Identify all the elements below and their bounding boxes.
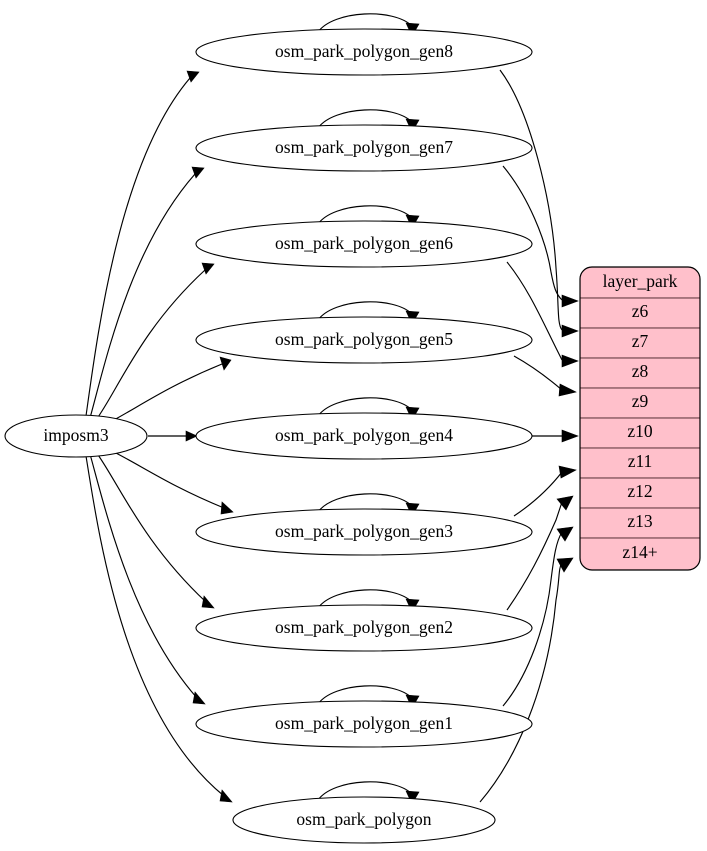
node-gen3-label: osm_park_polygon_gen3 <box>275 521 453 541</box>
layer-park-label-z10: z10 <box>627 421 653 441</box>
edge-arrowhead-z10 <box>561 429 579 443</box>
edge-arrowhead-z8 <box>561 354 579 368</box>
edge-arrowhead-gen4 <box>185 430 198 442</box>
node-gen1-shape[interactable] <box>195 700 533 748</box>
edge-base-to-z14 <box>479 561 563 803</box>
edges-from-source <box>85 70 234 803</box>
self-loop-gen7 <box>317 109 413 129</box>
edge-arrowhead-z14 <box>556 557 574 573</box>
node-base-label: osm_park_polygon <box>296 809 431 829</box>
self-loop-arrowhead-base <box>405 790 420 805</box>
self-loop-gen6 <box>317 205 413 225</box>
edge-gen6-to-z8 <box>506 261 563 361</box>
node-gen6-shape[interactable] <box>195 220 533 268</box>
node-imposm3-shape[interactable] <box>4 414 148 458</box>
edge-imposm3-to-base <box>85 455 225 797</box>
node-gen7[interactable]: osm_park_polygon_gen7 <box>195 124 533 172</box>
edge-arrowhead-z13 <box>556 526 574 542</box>
node-base-shape[interactable] <box>232 796 496 844</box>
node-imposm3[interactable]: imposm3 <box>4 414 148 458</box>
self-loop-gen8 <box>317 13 413 33</box>
node-gen1[interactable]: osm_park_polygon_gen1 <box>195 700 533 748</box>
layer-park-row-z6[interactable] <box>580 297 700 329</box>
node-gen6[interactable]: osm_park_polygon_gen6 <box>195 220 533 268</box>
node-gen7-shape[interactable] <box>195 124 533 172</box>
edge-gen1-to-z13 <box>502 531 563 707</box>
self-loop-gen3 <box>317 493 413 513</box>
edge-arrowhead-z6 <box>561 294 579 308</box>
edge-arrowhead-gen1 <box>192 691 206 705</box>
edge-arrowhead-z11 <box>558 465 577 479</box>
edge-arrowhead-z12 <box>556 495 574 511</box>
layer-park-row-z14plus[interactable] <box>580 537 700 570</box>
edges-to-layer-table <box>479 69 579 803</box>
node-gen3-shape[interactable] <box>195 508 533 556</box>
node-imposm3-label: imposm3 <box>43 425 108 445</box>
edge-gen7-to-z6 <box>502 165 563 301</box>
edge-arrowhead-base <box>219 789 233 803</box>
node-gen7-label: osm_park_polygon_gen7 <box>275 137 453 157</box>
layer-park-row-z7[interactable] <box>580 327 700 359</box>
node-gen4-shape[interactable] <box>195 412 533 460</box>
edge-gen8-to-z7 <box>499 69 563 331</box>
self-loop-gen1 <box>317 685 413 705</box>
edge-gen2-to-z12 <box>506 501 563 611</box>
layer-park-label-z6: z6 <box>632 301 649 321</box>
node-gen5-shape[interactable] <box>195 316 533 364</box>
edge-imposm3-to-gen3 <box>111 450 225 509</box>
node-gen2-label: osm_park_polygon_gen2 <box>275 617 453 637</box>
node-gen2-shape[interactable] <box>195 604 533 652</box>
edge-arrowhead-gen8 <box>186 70 200 83</box>
node-gen4-label: osm_park_polygon_gen4 <box>275 425 453 445</box>
layer-park-row-z10[interactable] <box>580 417 700 449</box>
edge-imposm3-to-gen8 <box>85 77 191 417</box>
edge-gen5-to-z9 <box>513 355 563 391</box>
edge-arrowhead-gen2 <box>201 595 215 609</box>
edge-imposm3-to-gen5 <box>111 363 223 422</box>
edge-imposm3-to-gen7 <box>89 173 196 419</box>
edge-arrowhead-gen5 <box>219 356 232 371</box>
node-gen2[interactable]: osm_park_polygon_gen2 <box>195 604 533 652</box>
node-gen5-label: osm_park_polygon_gen5 <box>275 329 453 349</box>
layer-park-label-z12: z12 <box>627 481 652 501</box>
layer-park-label-z13: z13 <box>627 511 653 531</box>
edge-gen3-to-z11 <box>513 471 563 517</box>
edge-imposm3-to-gen2 <box>95 451 207 603</box>
layer-park-label-z14plus: z14+ <box>622 542 657 562</box>
node-gen1-label: osm_park_polygon_gen1 <box>275 713 453 733</box>
layer-park-row-z9[interactable] <box>580 387 700 419</box>
edge-arrowhead-z7 <box>561 324 579 338</box>
self-loop-gen2 <box>317 589 413 609</box>
edge-imposm3-to-gen1 <box>89 453 198 699</box>
self-loop-base <box>317 781 413 801</box>
node-gen5[interactable]: osm_park_polygon_gen5 <box>195 316 533 364</box>
edge-arrowhead-gen7 <box>191 166 205 179</box>
self-loop-gen5 <box>317 301 413 321</box>
node-gen4[interactable]: osm_park_polygon_gen4 <box>195 412 533 460</box>
node-gen8[interactable]: osm_park_polygon_gen8 <box>195 28 533 76</box>
layer-park-table-outline <box>579 266 701 571</box>
layer-park-row-z12[interactable] <box>580 477 700 509</box>
node-gen8-shape[interactable] <box>195 28 533 76</box>
layer-park-label-z8: z8 <box>632 361 649 381</box>
edge-arrowhead-gen3 <box>220 501 234 515</box>
layer-park-row-z13[interactable] <box>580 507 700 539</box>
edge-arrowhead-gen6 <box>201 262 215 275</box>
edge-arrowhead-z9 <box>558 383 577 397</box>
layer-park-label-z9: z9 <box>632 391 649 411</box>
layer-park-header-label: layer_park <box>603 271 678 291</box>
node-gen8-label: osm_park_polygon_gen8 <box>275 41 453 61</box>
edge-imposm3-to-gen6 <box>95 269 206 421</box>
layer-park-label-z7: z7 <box>632 331 649 351</box>
layer-park-table[interactable]: layer_park z6 z7 z8 z9 z10 z11 z12 z13 z… <box>579 266 701 571</box>
self-loop-gen4 <box>317 397 413 417</box>
node-base[interactable]: osm_park_polygon <box>232 796 496 844</box>
node-gen6-label: osm_park_polygon_gen6 <box>275 233 453 253</box>
layer-park-label-z11: z11 <box>628 451 653 471</box>
node-gen3[interactable]: osm_park_polygon_gen3 <box>195 508 533 556</box>
